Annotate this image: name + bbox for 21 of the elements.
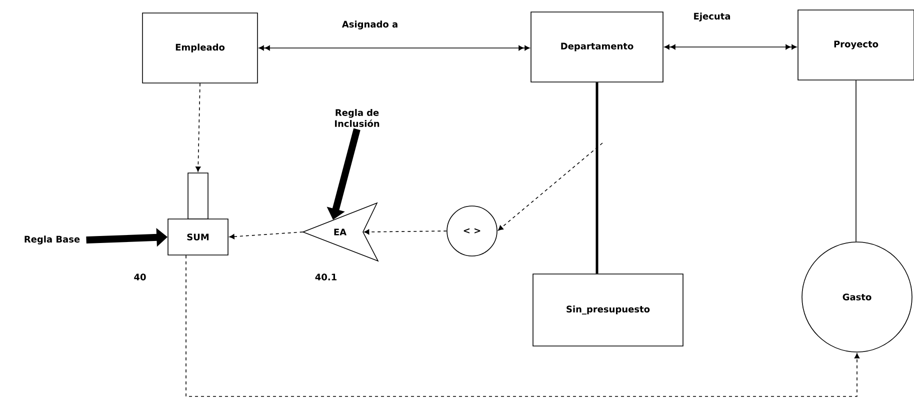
edge-label: Asignado a (340, 20, 400, 30)
entity-box: Departamento (530, 12, 664, 82)
arrow (258, 45, 530, 51)
entity-box: Empleado (142, 12, 258, 84)
circle-node: < > (446, 206, 498, 256)
sum-block: SUM (168, 172, 228, 256)
arrow (229, 232, 304, 240)
entity-box: Proyecto (798, 10, 914, 80)
number-label: 40.1 (315, 274, 336, 280)
arrow (498, 142, 603, 231)
circle-node: Gasto (802, 242, 912, 352)
arrow (364, 229, 447, 235)
rule-label: Regla de Inclusión (335, 109, 380, 127)
arrow (664, 44, 797, 50)
connector-line (596, 82, 598, 274)
arrow (186, 255, 860, 397)
number-label: 40 (134, 274, 146, 280)
arrow (196, 83, 201, 172)
edge-label: Ejecuta (692, 12, 732, 22)
entity-box: Sin_presupuesto (532, 274, 684, 346)
rule-label: Regla Base (24, 236, 80, 244)
